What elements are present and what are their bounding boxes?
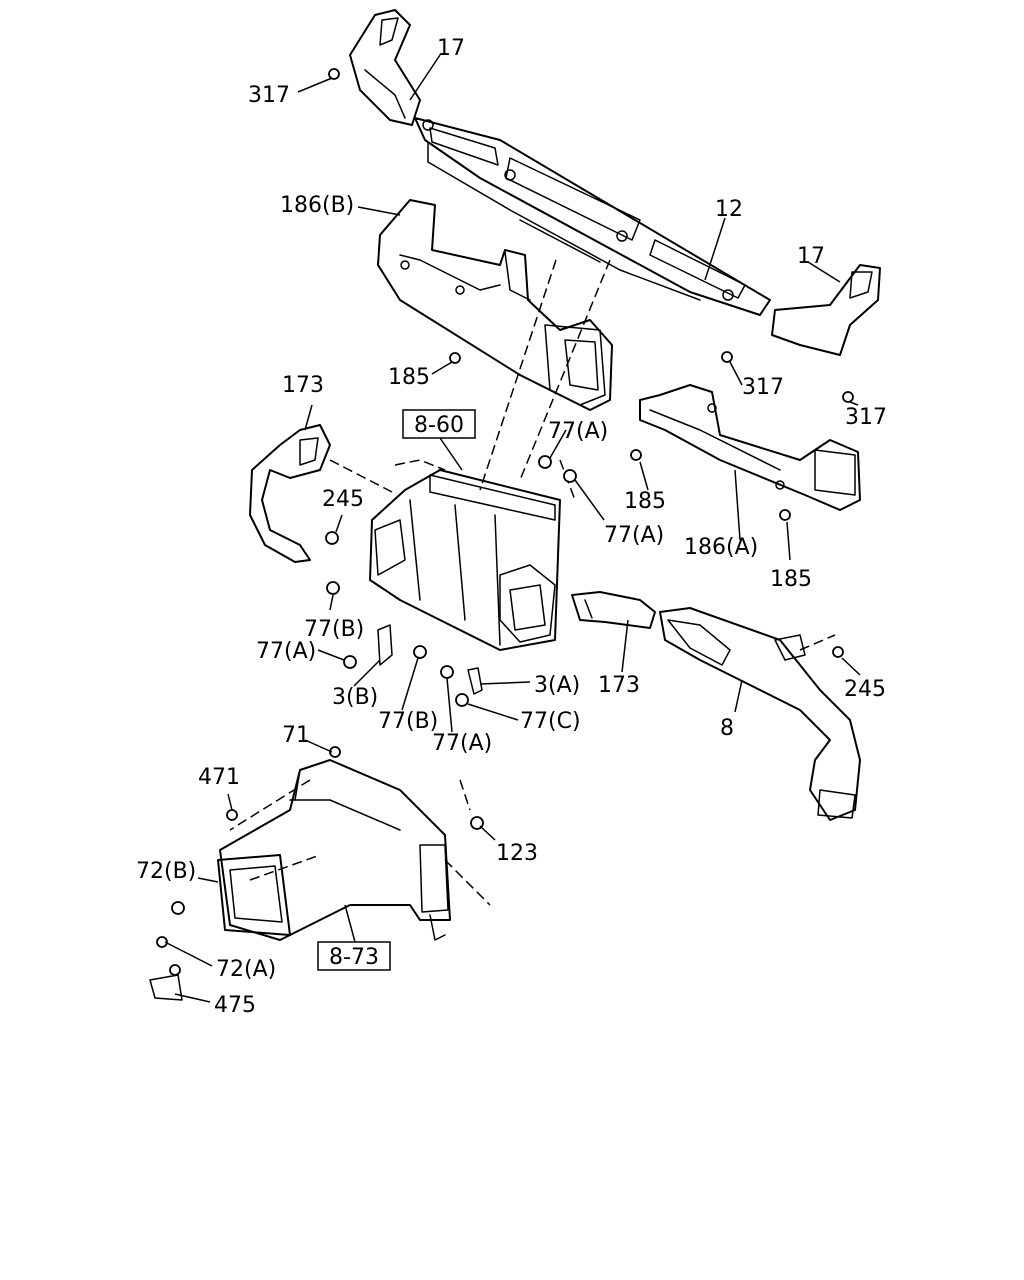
callout-186b: 186(B) bbox=[280, 193, 354, 218]
callout-77a-1: 77(A) bbox=[548, 419, 608, 444]
ref-8-60-label: 8-60 bbox=[414, 413, 464, 438]
callout-72a: 72(A) bbox=[216, 957, 276, 982]
callout-71: 71 bbox=[282, 723, 310, 748]
callout-77b-2: 77(B) bbox=[378, 709, 438, 734]
callout-245-a: 245 bbox=[322, 487, 364, 512]
vent-duct-186a bbox=[639, 384, 861, 511]
hose-173-right bbox=[571, 591, 656, 629]
callout-72b: 72(B) bbox=[136, 859, 196, 884]
callout-317-c: 317 bbox=[845, 405, 887, 430]
callout-173-b: 173 bbox=[598, 673, 640, 698]
callout-245-b: 245 bbox=[844, 677, 886, 702]
callout-77c: 77(C) bbox=[520, 709, 581, 734]
callout-3b: 3(B) bbox=[332, 685, 378, 710]
callout-labels: 317 17 186(B) 12 17 185 317 317 173 77(A… bbox=[136, 36, 887, 1018]
callout-77a-2: 77(A) bbox=[604, 523, 664, 548]
callout-173-a: 173 bbox=[282, 373, 324, 398]
callout-185-c: 185 bbox=[770, 567, 812, 592]
ref-box-8-60: 8-60 bbox=[402, 409, 476, 439]
duct-8 bbox=[659, 607, 861, 821]
rear-duct-8-73 bbox=[217, 759, 451, 941]
callout-123: 123 bbox=[496, 841, 538, 866]
defroster-duct-12 bbox=[414, 117, 771, 316]
vent-duct-186b bbox=[377, 199, 613, 411]
callout-317-a: 317 bbox=[248, 83, 290, 108]
callout-17-b: 17 bbox=[797, 244, 825, 269]
heater-unit bbox=[369, 459, 576, 651]
callout-3a: 3(A) bbox=[534, 673, 580, 698]
hose-173-left bbox=[249, 424, 331, 563]
callout-12: 12 bbox=[715, 197, 743, 222]
callout-77b-1: 77(B) bbox=[304, 617, 364, 642]
side-duct-17-left bbox=[349, 9, 421, 126]
callout-17-a: 17 bbox=[437, 36, 465, 61]
fasteners bbox=[149, 68, 854, 1001]
callout-475: 475 bbox=[214, 993, 256, 1018]
callout-317-b: 317 bbox=[742, 375, 784, 400]
alignment-lines bbox=[229, 259, 836, 906]
callout-8: 8 bbox=[720, 716, 734, 741]
callout-77a-4: 77(A) bbox=[432, 731, 492, 756]
leader-lines bbox=[164, 54, 861, 1003]
callout-185-a: 185 bbox=[388, 365, 430, 390]
callout-77a-3: 77(A) bbox=[256, 639, 316, 664]
callout-471: 471 bbox=[198, 765, 240, 790]
ref-box-8-73: 8-73 bbox=[317, 941, 391, 971]
callout-185-b: 185 bbox=[624, 489, 666, 514]
side-duct-17-right bbox=[771, 264, 881, 356]
ref-8-73-label: 8-73 bbox=[329, 945, 379, 970]
callout-186a: 186(A) bbox=[684, 535, 758, 560]
